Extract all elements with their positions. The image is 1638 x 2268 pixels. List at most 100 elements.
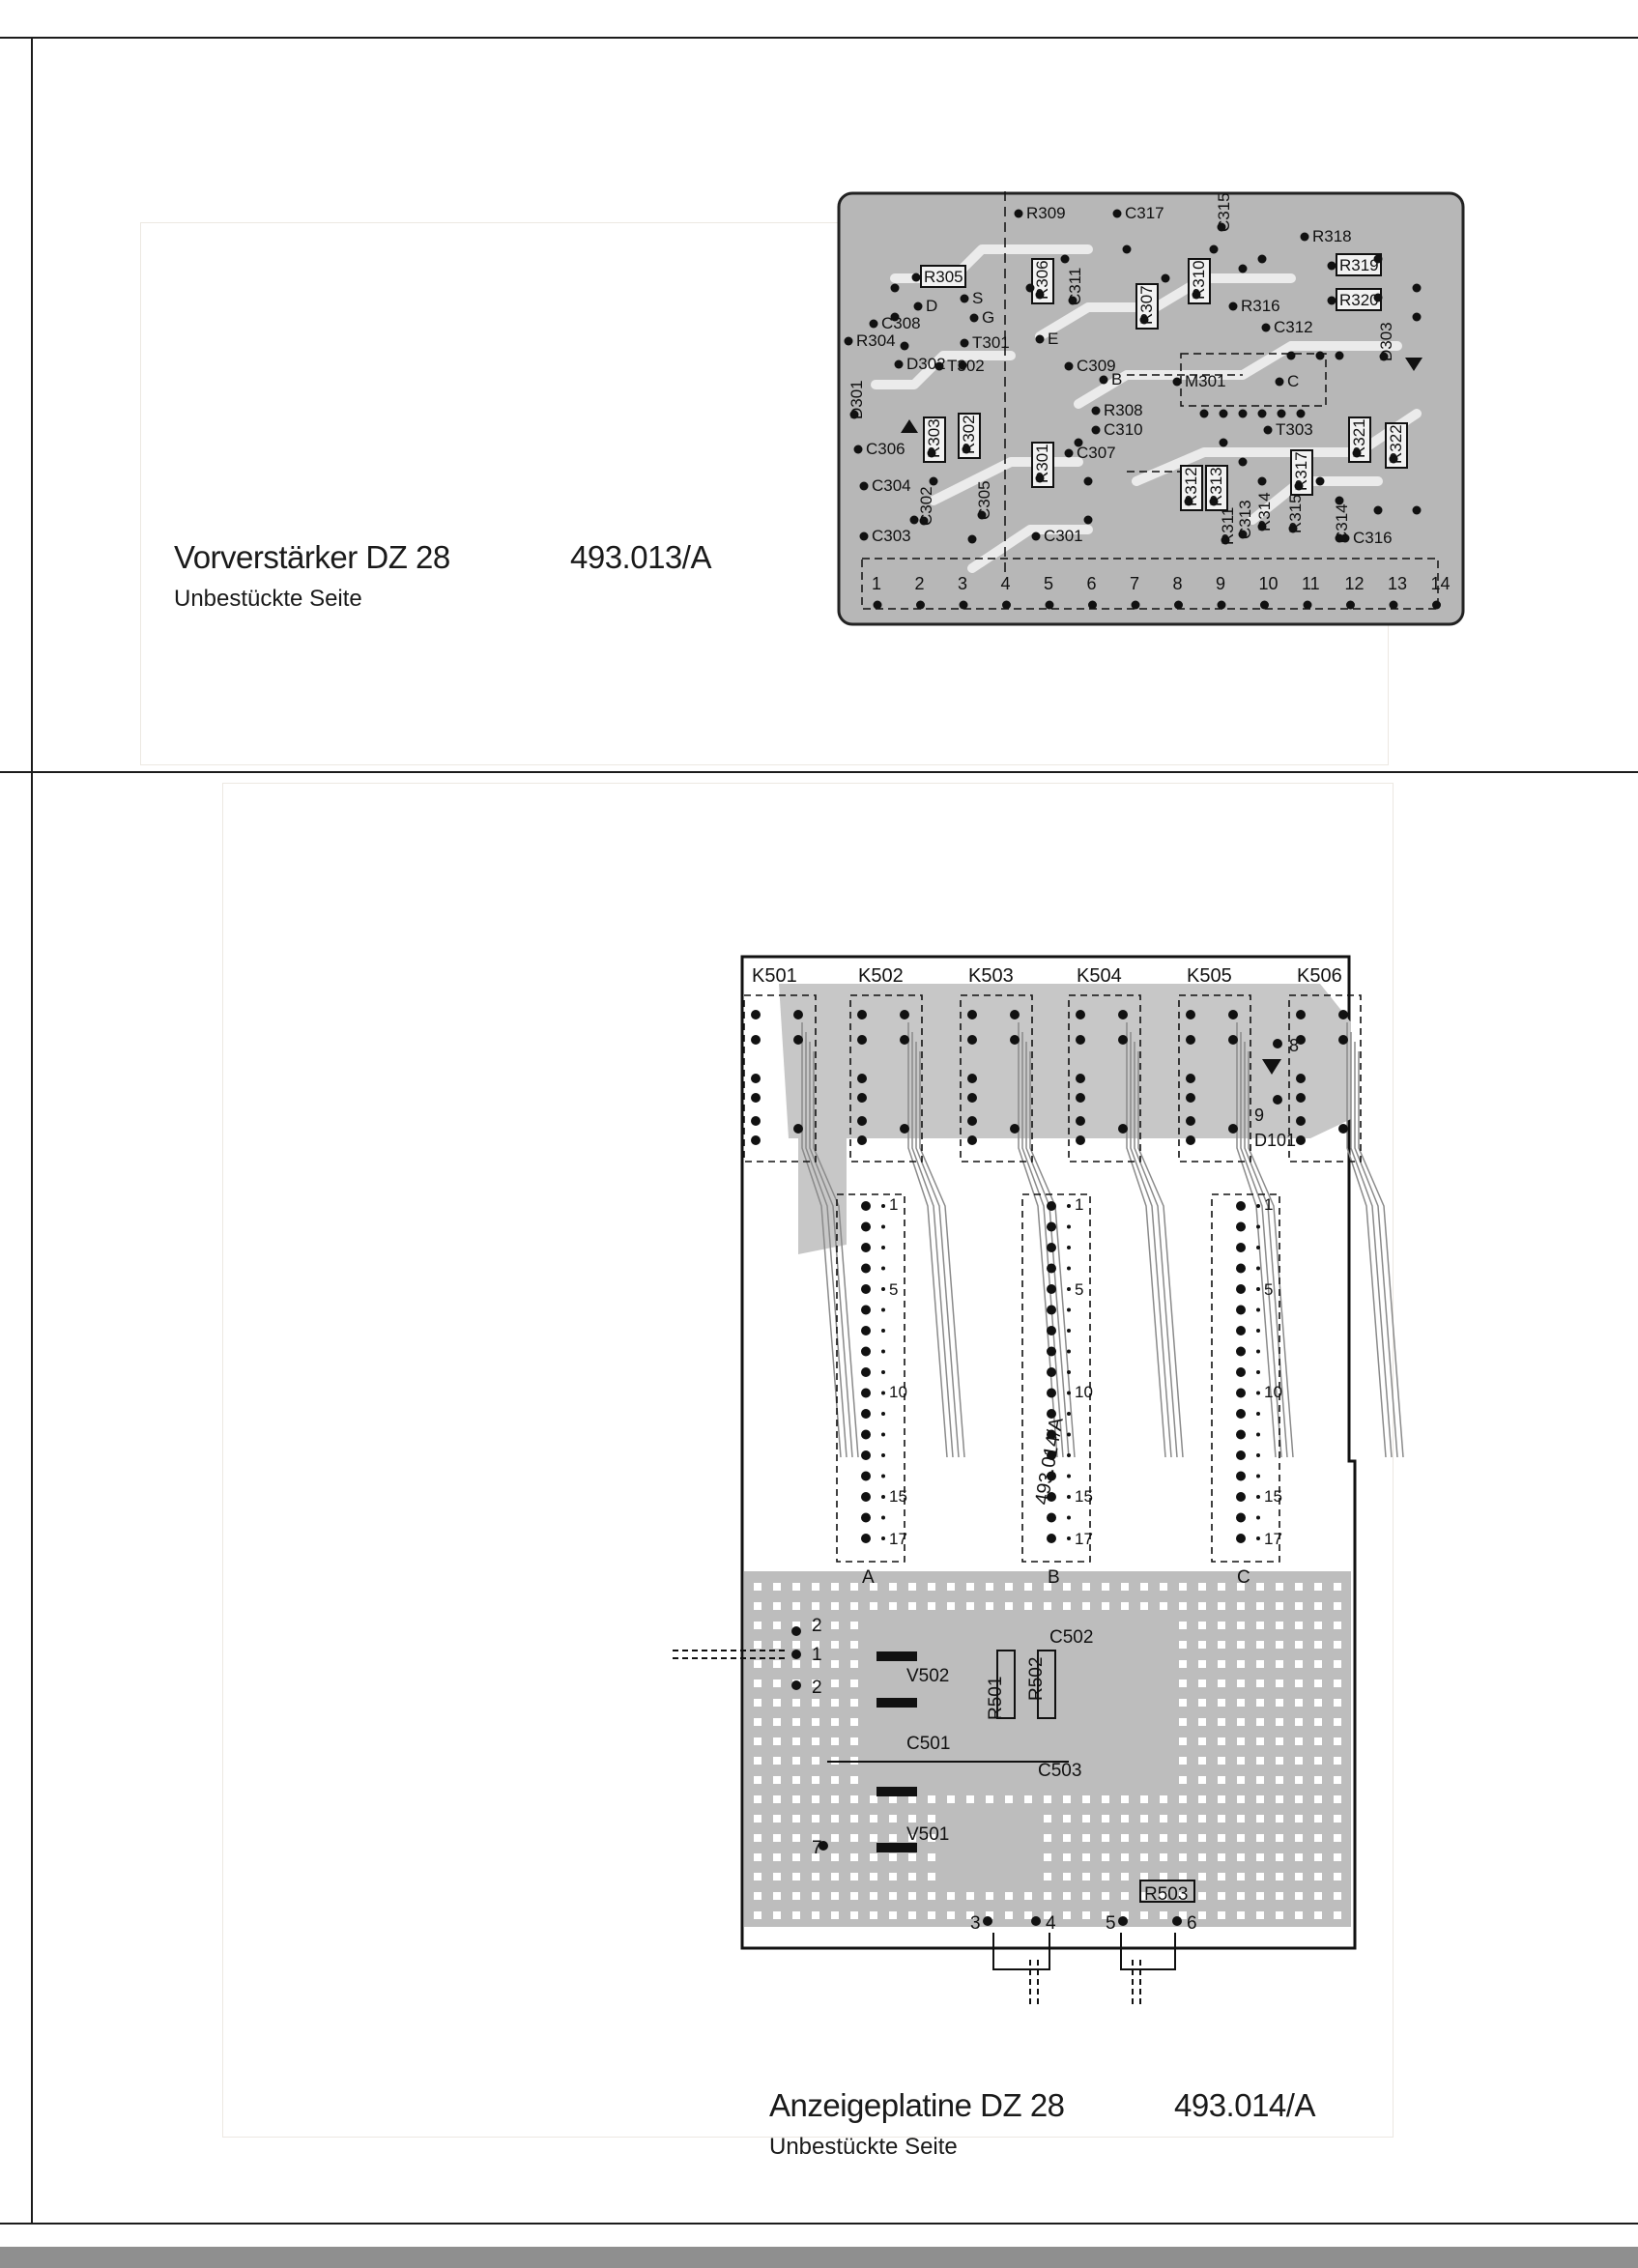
solder-grid-pad xyxy=(1179,1718,1187,1726)
solder-grid-pad xyxy=(1256,1583,1264,1591)
solder-grid-pad xyxy=(812,1679,819,1687)
solder-grid-pad xyxy=(773,1815,781,1823)
solder-grid-pad xyxy=(1256,1834,1264,1842)
connector-c-pin-17: 17 xyxy=(1264,1530,1282,1548)
terminal-2-0: 2 xyxy=(812,1616,822,1636)
solder-grid-pad xyxy=(754,1892,762,1900)
relay-pad xyxy=(1228,1035,1238,1045)
terminal-pad xyxy=(1031,1916,1041,1926)
connector-pad xyxy=(1236,1409,1246,1419)
relay-pad xyxy=(1186,1116,1195,1126)
relay-trace xyxy=(1134,1042,1178,1458)
solder-grid-pad xyxy=(1276,1873,1283,1880)
solder-grid-pad xyxy=(1256,1815,1264,1823)
middle-rule xyxy=(0,771,1638,773)
solder-grid-pad xyxy=(812,1757,819,1765)
solder-grid-pad xyxy=(1314,1641,1322,1649)
relay-pad xyxy=(967,1135,977,1145)
preamp-solder-pad xyxy=(1238,457,1248,467)
solder-grid-pad xyxy=(1237,1795,1245,1803)
resistor-box-r503 xyxy=(1139,1880,1195,1903)
relay-trace xyxy=(1137,1051,1184,1458)
solder-grid-pad xyxy=(1256,1622,1264,1629)
solder-grid-pad xyxy=(1256,1602,1264,1610)
scan-edge-strip xyxy=(0,2247,1638,2268)
connector-pin-marker xyxy=(1256,1246,1260,1249)
solder-grid-pad xyxy=(1160,1602,1167,1610)
solder-grid-pad xyxy=(792,1583,800,1591)
solder-grid-pad xyxy=(1102,1583,1109,1591)
preamp-solder-pad xyxy=(1275,377,1284,387)
solder-grid-pad xyxy=(986,1602,993,1610)
solder-grid-pad xyxy=(1237,1583,1245,1591)
solder-grid-pad xyxy=(1256,1718,1264,1726)
preamp-solder-pad xyxy=(1122,244,1132,254)
preamp-label-d303: D303 xyxy=(1377,322,1395,361)
solder-grid-pad xyxy=(1198,1679,1206,1687)
terminal-2-2: 2 xyxy=(812,1678,822,1698)
relay-trace xyxy=(1346,1022,1387,1458)
connector-b-pin-1: 1 xyxy=(1075,1195,1083,1214)
solder-grid-pad xyxy=(1160,1815,1167,1823)
solder-grid-pad xyxy=(1276,1757,1283,1765)
preamp-label-c307: C307 xyxy=(1077,444,1116,462)
solder-grid-pad xyxy=(928,1795,935,1803)
solder-grid-pad xyxy=(1256,1892,1264,1900)
solder-grid-pad xyxy=(889,1892,897,1900)
solder-grid-pad xyxy=(1063,1873,1071,1880)
connector-pad xyxy=(1047,1492,1056,1502)
solder-grid-pad xyxy=(1256,1660,1264,1668)
connector-pin-marker xyxy=(1067,1432,1071,1437)
connector-pin-marker xyxy=(1256,1349,1260,1354)
solder-grid-pad xyxy=(1276,1718,1283,1726)
display-title: Anzeigeplatine DZ 28 xyxy=(769,2087,1065,2123)
transistor-body-v502-b xyxy=(876,1698,917,1708)
solder-grid-pad xyxy=(1160,1853,1167,1861)
preamp-pin-9: 9 xyxy=(1216,574,1225,593)
preamp-subtitle: Unbestückte Seite xyxy=(174,586,362,612)
solder-grid-pad xyxy=(1140,1795,1148,1803)
connector-outline-c xyxy=(1211,1193,1280,1563)
connector-pad xyxy=(1047,1263,1056,1274)
preamp-label-r304: R304 xyxy=(856,331,896,350)
connector-a-pin-10: 10 xyxy=(889,1383,907,1401)
preamp-solder-pad xyxy=(1335,496,1344,505)
relay-pad xyxy=(857,1116,867,1126)
solder-grid-pad xyxy=(1237,1815,1245,1823)
solder-grid-pad xyxy=(812,1776,819,1784)
solder-grid-pad xyxy=(1198,1757,1206,1765)
connector-pin-marker xyxy=(1067,1370,1071,1374)
solder-grid-pad xyxy=(812,1911,819,1919)
solder-grid-pad xyxy=(1179,1602,1187,1610)
solder-grid-pad xyxy=(1082,1602,1090,1610)
ghost-frame-lower xyxy=(222,783,1394,2138)
terminal-1-1: 1 xyxy=(812,1645,822,1665)
preamp-solder-pad xyxy=(962,445,971,454)
solder-grid-pad xyxy=(908,1853,916,1861)
relay-pad xyxy=(793,1010,803,1019)
solder-grid-pad xyxy=(773,1602,781,1610)
preamp-solder-pad xyxy=(1199,409,1209,418)
solder-grid-pad xyxy=(1102,1834,1109,1842)
solder-grid-pad xyxy=(773,1641,781,1649)
solder-grid-pad xyxy=(773,1622,781,1629)
solder-grid-pad xyxy=(754,1776,762,1784)
preamp-solder-pad xyxy=(1257,522,1267,531)
solder-grid-pad xyxy=(773,1892,781,1900)
connector-outline-b xyxy=(1021,1193,1091,1563)
preamp-label-c311: C311 xyxy=(1066,268,1084,305)
relay-pad xyxy=(1076,1093,1085,1103)
connector-pad xyxy=(1236,1221,1246,1232)
connector-pad xyxy=(1236,1243,1246,1252)
solder-grid-pad xyxy=(1160,1892,1167,1900)
solder-grid-pad xyxy=(1237,1873,1245,1880)
preamp-solder-pad xyxy=(1238,409,1248,418)
preamp-title: Vorverstärker DZ 28 xyxy=(174,539,450,575)
relay-pad xyxy=(1296,1074,1306,1083)
solder-grid-pad xyxy=(1044,1853,1051,1861)
preamp-solder-pad xyxy=(1327,296,1336,305)
solder-grid-pad xyxy=(889,1815,897,1823)
relay-pad xyxy=(1118,1010,1128,1019)
relay-pad xyxy=(857,1010,867,1019)
